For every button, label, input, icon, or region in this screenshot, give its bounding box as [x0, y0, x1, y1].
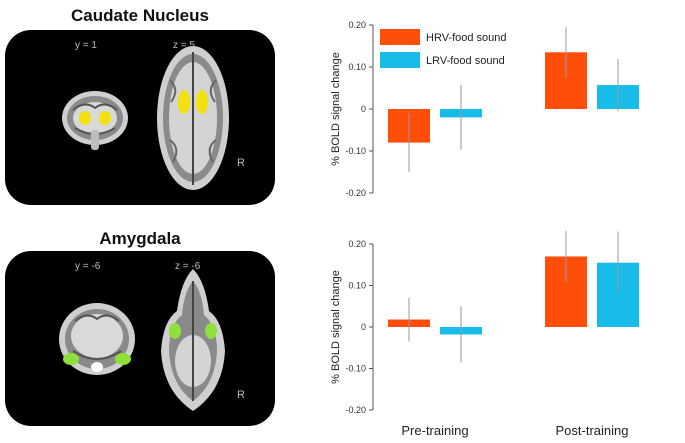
- coronal-slice: [59, 303, 135, 375]
- axial-slice: [161, 269, 225, 411]
- amygdala-bold-chart: 0.20 0.10 0 -0.10 -0.20 % BOLD signal changeP…: [330, 230, 639, 438]
- caudate-bold-chart: 0.20 0.10 0 -0.10 -0.20 % BOLD signal change H…: [330, 20, 639, 198]
- legend-swatch: [380, 52, 420, 68]
- coronal-slice-label: y = -6: [75, 261, 101, 272]
- amygdala-brain-slices: [59, 269, 225, 411]
- x-category-label: Pre-training: [401, 423, 468, 438]
- y-axis-label: % BOLD signal change: [330, 52, 342, 166]
- coronal-slice: [62, 91, 128, 150]
- caudate-brain-image: y = 1 z = 5 R: [5, 30, 275, 205]
- legend-label: LRV-food sound: [426, 55, 505, 67]
- y-tick-label: 0: [361, 322, 366, 332]
- y-tick-label: -0.20: [345, 188, 366, 198]
- coronal-slice-label: y = 1: [75, 40, 97, 51]
- axial-slice-label: z = 5: [173, 40, 195, 51]
- y-tick-label: 0.20: [348, 239, 366, 249]
- y-tick-label: -0.10: [345, 146, 366, 156]
- y-tick-label: -0.20: [345, 405, 366, 415]
- y-tick-label: 0.10: [348, 281, 366, 291]
- legend-swatch: [380, 29, 420, 45]
- amygdala-brain-image: y = -6 z = -6 R: [5, 251, 275, 426]
- y-tick-label: 0.10: [348, 62, 366, 72]
- y-axis-label: % BOLD signal change: [330, 270, 342, 384]
- amygdala-title: Amygdala: [99, 229, 181, 248]
- y-tick-label: 0.20: [348, 20, 366, 30]
- orientation-label: R: [237, 157, 245, 169]
- axial-slice-label: z = -6: [175, 261, 201, 272]
- legend-label: HRV-food sound: [426, 32, 507, 44]
- orientation-label: R: [237, 389, 245, 401]
- axial-slice: [157, 46, 229, 190]
- caudate-brain-slices: [62, 46, 229, 190]
- y-tick-label: 0: [361, 104, 366, 114]
- y-tick-label: -0.10: [345, 364, 366, 374]
- x-category-label: Post-training: [556, 423, 629, 438]
- caudate-title: Caudate Nucleus: [71, 6, 209, 25]
